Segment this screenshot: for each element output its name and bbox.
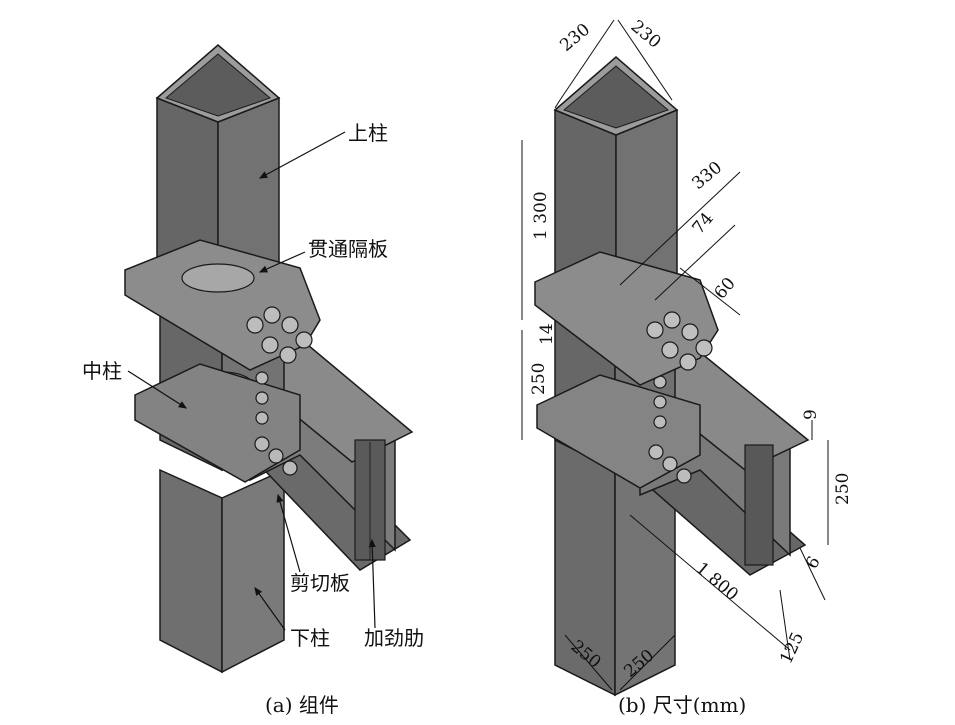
label-upper-column: 上柱 [348, 121, 388, 145]
lower-column-left-face [159, 468, 223, 674]
label-middle-column: 中柱 [82, 359, 122, 383]
dim-column-height: 1 300 [531, 191, 551, 240]
dim-125: 125 [776, 629, 808, 667]
lower-bolts [254, 371, 298, 476]
dim-330: 330 [688, 158, 726, 194]
label-lower-column: 下柱 [290, 626, 330, 650]
dim-top-left: 230 [556, 20, 594, 56]
label-through-diaphragm: 贯通隔板 [308, 237, 388, 261]
dim-74: 74 [689, 209, 718, 238]
caption-a: (a) 组件 [265, 693, 339, 717]
upper-bolts [246, 306, 313, 364]
dimension-lines [521, 19, 829, 691]
label-shear-plate: 剪切板 [290, 571, 350, 595]
caption-b: (b) 尺寸(mm) [618, 693, 746, 717]
label-stiffener: 加劲肋 [364, 626, 424, 650]
dim-9: 9 [801, 409, 821, 420]
dim-beam-length: 1 800 [692, 559, 742, 606]
dim-60: 60 [711, 274, 740, 303]
left-assembly [124, 44, 414, 674]
lower-column-right-face [221, 468, 285, 674]
dim-250-left: 250 [529, 363, 549, 395]
dim-250-right: 250 [833, 473, 853, 505]
right-assembly [534, 56, 810, 697]
dim-14: 14 [537, 323, 557, 345]
left-leaders [127, 131, 376, 631]
dim-top-right: 230 [627, 17, 665, 53]
dim-6: 6 [802, 553, 825, 572]
